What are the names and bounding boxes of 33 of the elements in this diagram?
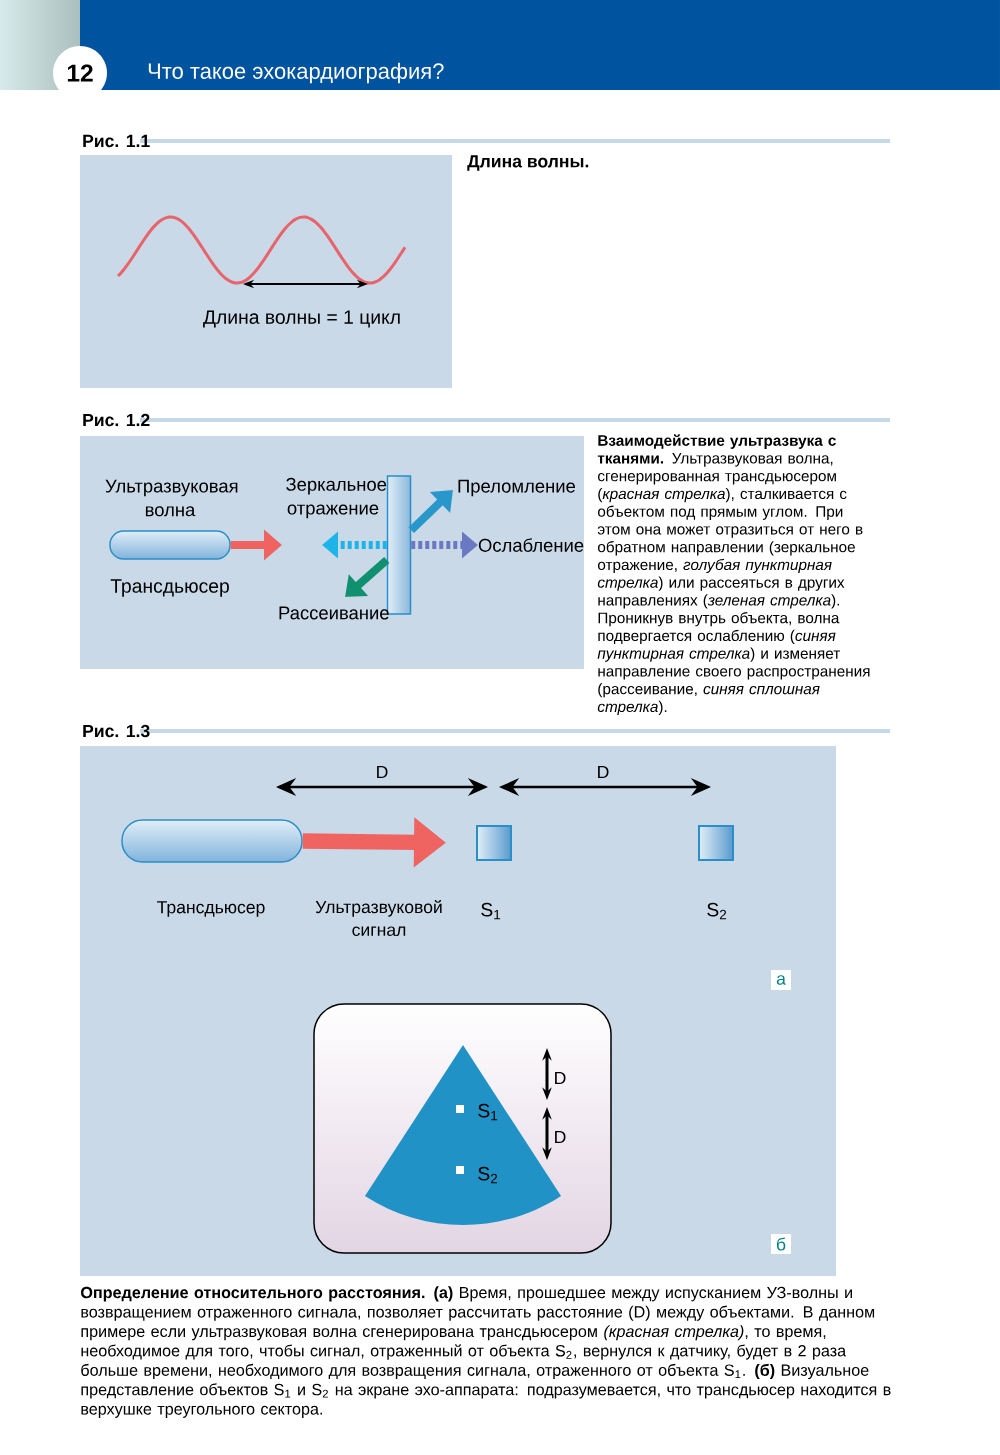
dimension-label: D bbox=[555, 1130, 566, 1144]
dimension-label: D bbox=[598, 765, 609, 779]
edge-label: Зеркальное отражение bbox=[286, 477, 387, 519]
panel-letter: б bbox=[771, 1234, 791, 1254]
edge-label: Преломление bbox=[458, 479, 575, 497]
figure-label: Рис. 1.2 bbox=[83, 413, 150, 427]
wave-label: Длина волны = 1 цикл bbox=[203, 310, 400, 328]
dimension-label: D bbox=[377, 765, 388, 779]
edge-label: Ультразвуковой сигнал bbox=[315, 899, 442, 937]
target-object bbox=[698, 825, 734, 861]
arrow bbox=[345, 557, 390, 597]
figure-title: Длина волны. bbox=[467, 155, 589, 171]
part-label: Трансдьюсер bbox=[110, 579, 229, 597]
object-label: S$_{1}$ bbox=[478, 1103, 498, 1121]
transducer-probe bbox=[121, 819, 303, 863]
target-object bbox=[476, 825, 512, 861]
figure-label: Рис. 1.1 bbox=[83, 134, 150, 148]
transducer-probe bbox=[109, 530, 231, 560]
part-label: S$_{1}$ bbox=[481, 902, 501, 920]
figure-label: Рис. 1.3 bbox=[83, 724, 150, 738]
page-number: 12 bbox=[53, 46, 107, 100]
part-label: S$_{2}$ bbox=[707, 902, 727, 920]
panel-letter: а bbox=[771, 970, 791, 990]
edge-label: Ультразвуковая волна bbox=[105, 479, 238, 517]
arrow bbox=[408, 490, 453, 533]
running-head: Что такое эхокардиография? bbox=[148, 62, 444, 84]
figure-caption: Определение относительного расстояния. (а) Время, прошедшее между испусканием УЗ-волны и возвращением отраженного сигнала, позволяет рассчитать расстояние (D) между объектами. В данном примере если ультразвуковая волна сгенерирована трансдьюсером (красная стрелка), то время, необходимое для того, чтобы сигнал, отраженный от объекта S$_{2}$, вернулся к датчику, будет в 2 раза больше времени, необходимого для возвращения сигнала, отраженного от объекта S$_{1}$. (б) Визуальное представление объектов S$_{1}$ и S$_{2}$ на экране эхо-аппарата: подразумевается, что трансдьюсер находится в верхушке треугольного сектора. bbox=[81, 1286, 891, 1418]
dimension-label: D bbox=[555, 1071, 566, 1085]
part-label: Трансдьюсер bbox=[157, 901, 265, 917]
object-label: S$_{2}$ bbox=[478, 1166, 498, 1184]
figure-caption: Взаимодействие ультразвука с тканями. Ультразвуковая волна, сгенерированная трансдьюсером (красная стрелка), сталкивается с объектом под прямым углом. При этом она может отразиться от него в обратном направлении (зеркальное отражение, голубая пунктирная стрелка) или рассеяться в других направлениях (зеленая стрелка). Проникнув внутрь объекта, волна подвергается ослаблению (синяя пунктирная стрелка) и изменяет направление своего распространения (рассеивание, синяя сплошная стрелка). bbox=[597, 434, 870, 716]
edge-label: Ослабление bbox=[478, 538, 584, 552]
edge-label: Рассеивание bbox=[279, 606, 389, 620]
